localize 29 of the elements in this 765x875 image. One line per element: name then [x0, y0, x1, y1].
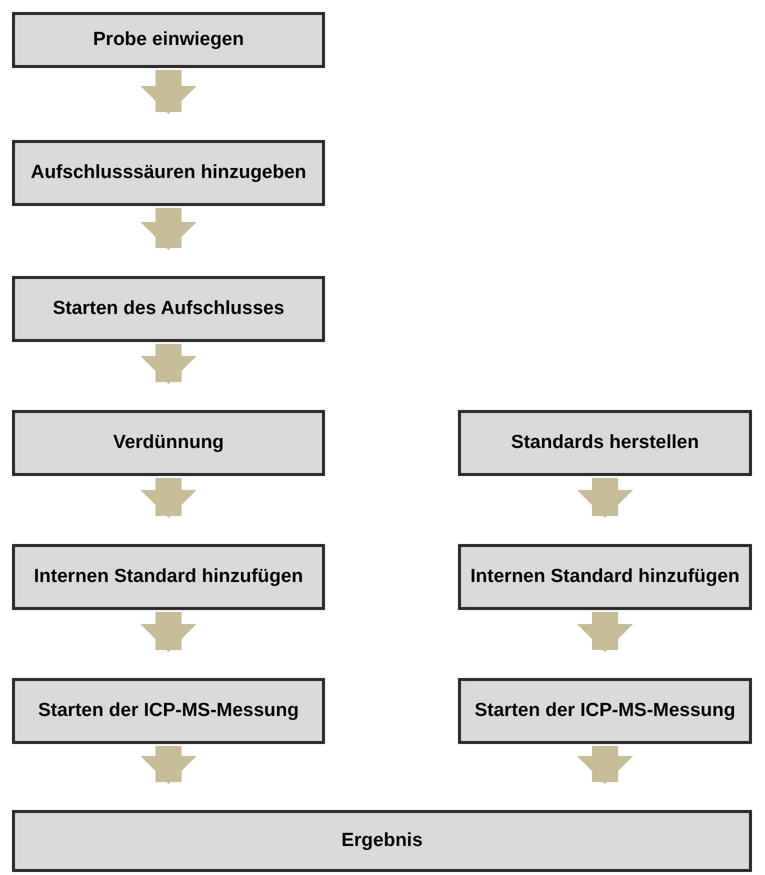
step-label: Aufschlusssäuren hinzugeben	[30, 161, 306, 185]
block-arrow	[577, 478, 633, 518]
process-box	[458, 410, 752, 476]
process-box	[12, 678, 325, 744]
block-arrow	[577, 746, 633, 784]
block-arrow	[140, 746, 196, 784]
process-box	[12, 12, 325, 68]
process-box	[12, 410, 325, 476]
block-arrow	[140, 344, 196, 384]
step-label: Starten der ICP-MS-Messung	[474, 699, 736, 723]
step-label: Starten der ICP-MS-Messung	[38, 699, 299, 723]
block-arrow	[140, 478, 196, 518]
step-label: Internen Standard hinzufügen	[34, 565, 304, 589]
process-box	[12, 276, 325, 342]
process-box	[458, 544, 752, 610]
step-label: Ergebnis	[341, 829, 423, 853]
block-arrow	[577, 612, 633, 652]
process-box	[12, 544, 325, 610]
step-label: Standards herstellen	[511, 431, 699, 455]
step-label: Verdünnung	[113, 431, 224, 455]
process-box	[458, 678, 752, 744]
block-arrow	[140, 70, 196, 114]
process-box	[12, 810, 752, 872]
block-arrow	[140, 208, 196, 250]
step-label: Internen Standard hinzufügen	[470, 565, 740, 589]
process-box	[12, 140, 325, 206]
step-label: Starten des Aufschlusses	[52, 297, 284, 321]
step-label: Probe einwiegen	[93, 28, 244, 52]
block-arrow	[140, 612, 196, 652]
